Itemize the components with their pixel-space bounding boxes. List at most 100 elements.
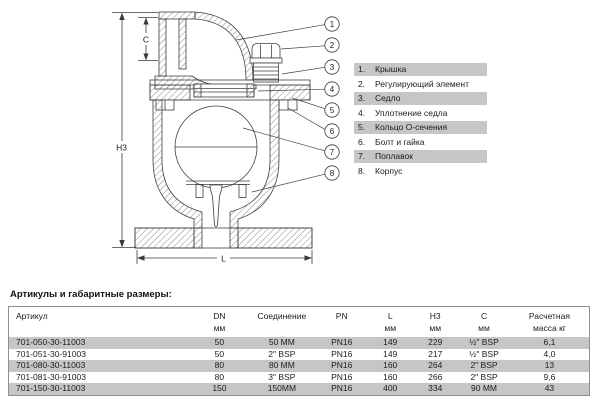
table-title: Артикулы и габаритные размеры: xyxy=(10,289,172,300)
dimension-label-h3: H3 xyxy=(116,143,127,153)
value-cell: 80 xyxy=(214,360,225,370)
column-label: Соединение xyxy=(257,311,307,321)
value-cell: 80 MM xyxy=(268,360,295,370)
article-number-cell: 701-050-30-11003 xyxy=(16,337,86,347)
part-number: 7. xyxy=(358,151,366,161)
column-header: Артикул xyxy=(9,307,191,338)
column-unit: мм xyxy=(213,323,226,333)
cover-part xyxy=(194,11,254,81)
parts-list-item: 5.Кольцо О-сечения xyxy=(354,121,487,134)
parts-list: 1. Крышка 2. Регулирующий элемент 3.Седло 4. У… xyxy=(354,63,487,179)
parts-list-item: 6. Болт и гайка xyxy=(354,136,487,149)
part-label: Поплавок xyxy=(375,151,413,161)
callout-4: 4 xyxy=(330,85,335,94)
valve-drawing xyxy=(134,11,313,249)
column-unit: мм xyxy=(478,323,490,333)
callout-8: 8 xyxy=(330,169,335,178)
value-cell: 6,1 xyxy=(543,337,556,347)
value-cell: 229 xyxy=(428,337,443,347)
dimension-lines xyxy=(111,12,313,265)
column-label: L xyxy=(387,311,393,321)
value-cell: 160 xyxy=(383,360,398,370)
dimension-label-c: C xyxy=(143,35,149,45)
callout-5: 5 xyxy=(330,106,335,115)
value-cell: 334 xyxy=(428,383,443,393)
callout-leaders xyxy=(235,24,325,193)
column-header: Соединение xyxy=(248,307,315,338)
part-label: Корпус xyxy=(375,165,403,176)
column-label: Артикул xyxy=(16,311,48,321)
callout-6: 6 xyxy=(330,127,335,136)
value-cell: 2" BSP xyxy=(470,371,498,382)
value-cell: 9,6 xyxy=(543,371,556,382)
parts-list-item: 7. Поплавок xyxy=(354,150,487,163)
column-label: Расчетная xyxy=(528,311,570,321)
part-number: 8. xyxy=(358,165,366,176)
value-cell: 4,0 xyxy=(543,348,556,359)
value-cell: 160 xyxy=(383,371,398,382)
top-flange xyxy=(149,79,311,111)
value-cell: 3" BSP xyxy=(268,371,296,382)
value-cell: 2" BSP xyxy=(470,360,498,370)
value-cell: 149 xyxy=(383,337,398,347)
value-cell: PN16 xyxy=(331,383,353,393)
value-cell: 150 xyxy=(212,383,227,393)
parts-list-item: 8. Корпус xyxy=(354,165,487,178)
spec-table-body: 701-050-30-11003 50 50 MM PN16 149 229 ½" BSP 6… xyxy=(8,337,590,395)
parts-list-item: 2. Регулирующий элемент xyxy=(354,78,487,91)
adjusting-element xyxy=(249,43,283,83)
part-label: Крышка xyxy=(375,64,407,74)
dimension-label-l: L xyxy=(221,254,226,264)
callout-1: 1 xyxy=(330,20,335,29)
value-cell: 80 xyxy=(214,371,225,382)
part-number: 2. xyxy=(358,78,366,89)
callout-3: 3 xyxy=(330,63,335,72)
value-cell: 43 xyxy=(544,383,555,393)
value-cell: ½" BSP xyxy=(469,337,499,347)
value-cell: PN16 xyxy=(331,371,353,382)
parts-list-item: 3.Седло xyxy=(354,92,487,105)
part-label: Болт и гайка xyxy=(375,136,425,147)
value-cell: 2" BSP xyxy=(268,348,296,359)
value-cell: 50 MM xyxy=(268,337,295,347)
value-cell: 400 xyxy=(383,383,398,393)
column-header: H3 мм xyxy=(412,307,458,338)
base-flange xyxy=(134,227,313,249)
valve-cross-section-diagram: H3 C L 1 2 3 4 5 6 7 8 xyxy=(111,11,340,265)
callout-markers: 1 2 3 4 5 6 7 8 xyxy=(324,16,340,181)
value-cell: 149 xyxy=(383,348,398,359)
part-number: 6. xyxy=(358,136,366,147)
float-ball xyxy=(174,105,258,189)
article-number-cell: 701-051-30-91003 xyxy=(16,348,86,359)
column-label: H3 xyxy=(429,311,441,321)
part-label: Седло xyxy=(375,93,401,103)
value-cell: 50 xyxy=(214,337,225,347)
parts-list-item: 1. Крышка xyxy=(354,63,487,76)
part-number: 1. xyxy=(358,64,366,74)
column-unit: мм xyxy=(429,323,442,333)
outlet-pipe xyxy=(158,11,196,77)
part-label: Регулирующий элемент xyxy=(375,78,469,89)
article-number-cell: 701-080-30-11003 xyxy=(16,360,86,370)
value-cell: PN16 xyxy=(331,348,353,359)
part-label: Уплотнение седла xyxy=(375,107,448,118)
column-unit: мм xyxy=(384,323,397,333)
article-number-cell: 701-150-30-11003 xyxy=(16,383,86,393)
column-header: PN xyxy=(315,307,368,338)
column-label: C xyxy=(480,311,488,321)
dimension-labels: H3 C L xyxy=(116,35,226,264)
part-number: 4. xyxy=(358,107,366,118)
value-cell: 266 xyxy=(428,371,443,382)
lower-seat xyxy=(186,180,250,228)
